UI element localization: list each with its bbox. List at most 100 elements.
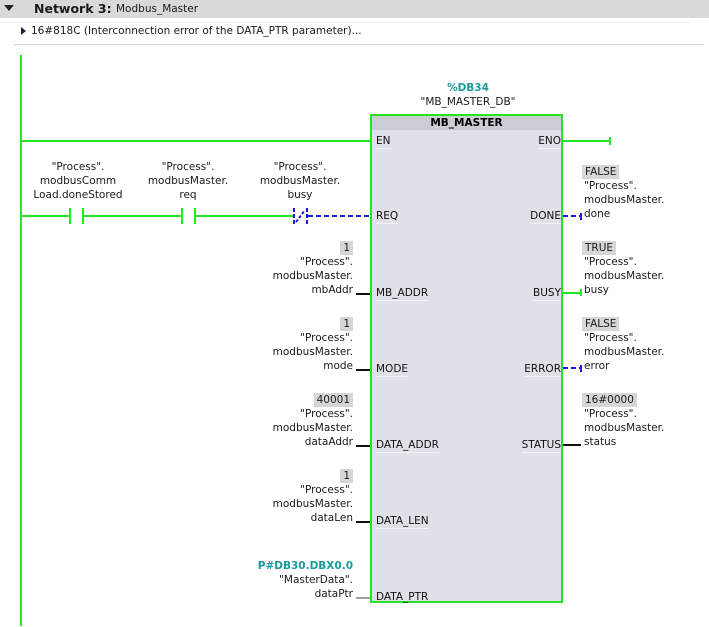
contact-label-line: "Process". [161, 161, 215, 173]
expand-comment-icon[interactable] [21, 27, 26, 35]
contact-label-line: modbusMaster. [147, 175, 229, 187]
operand-line: modbusMaster. [272, 498, 353, 510]
done-operand[interactable]: "Process". modbusMaster. done [584, 179, 664, 221]
instance-db-number[interactable]: %DB34 [447, 82, 489, 94]
comment-divider [14, 44, 704, 45]
busy-value: TRUE [582, 241, 617, 255]
pin-data-ptr[interactable]: DATA_PTR [376, 591, 429, 603]
operand-line: modbusMaster. [272, 270, 353, 282]
contact-busy-nc [293, 208, 308, 224]
pin-error[interactable]: ERROR [524, 363, 561, 377]
pin-eno[interactable]: ENO [538, 135, 561, 149]
block-title: MB_MASTER [372, 116, 561, 130]
data-addr-operand[interactable]: "Process". modbusMaster. dataAddr [273, 407, 353, 449]
instance-db-name[interactable]: "MB_MASTER_DB" [420, 96, 516, 108]
mb-master-block[interactable] [370, 114, 563, 603]
operand-line: mbAddr [311, 284, 353, 296]
operand-line: "Process". [584, 180, 637, 192]
pin-status[interactable]: STATUS [521, 439, 561, 453]
mb-addr-operand[interactable]: "Process". modbusMaster. mbAddr [273, 255, 353, 297]
req-rung-wire-1 [22, 215, 70, 217]
contact-label-req[interactable]: "Process". modbusMaster. req [128, 160, 248, 202]
error-operand[interactable]: "Process". modbusMaster. error [584, 331, 664, 373]
operand-line: "Process". [584, 408, 637, 420]
contact-label-busy[interactable]: "Process". modbusMaster. busy [240, 160, 360, 202]
en-wire [22, 140, 370, 142]
operand-line: modbusMaster. [584, 270, 665, 282]
data-addr-value: 40001 [313, 393, 353, 407]
contact-label-line: modbusComm [39, 175, 117, 187]
contact-req [181, 208, 196, 224]
network-comment[interactable]: 16#818C (Interconnection error of the DA… [31, 25, 362, 37]
operand-line: modbusMaster. [584, 346, 665, 358]
network-header[interactable] [0, 0, 709, 18]
busy-wire [563, 292, 581, 294]
operand-line: modbusMaster. [272, 346, 353, 358]
operand-line: "Process". [584, 256, 637, 268]
collapse-network-icon[interactable] [4, 5, 14, 11]
pin-mode[interactable]: MODE [376, 363, 409, 377]
mode-value: 1 [340, 317, 353, 331]
operand-line: dataAddr [304, 436, 353, 448]
operand-line: done [584, 208, 611, 220]
pin-data-len[interactable]: DATA_LEN [376, 515, 429, 529]
pin-busy[interactable]: BUSY [533, 287, 561, 301]
network-name[interactable]: Modbus_Master [116, 3, 199, 15]
contact-label-line: modbusMaster. [259, 175, 341, 187]
eno-wire [563, 140, 610, 142]
operand-line: "Process". [300, 332, 353, 344]
contact-label-line: "Process". [51, 161, 105, 173]
operand-line: dataLen [310, 512, 353, 524]
contact-label-line: Load.doneStored [33, 189, 123, 201]
operand-line: dataPtr [314, 588, 353, 600]
power-rail [20, 55, 22, 626]
busy-operand[interactable]: "Process". modbusMaster. busy [584, 255, 664, 297]
operand-line: status [584, 436, 617, 448]
comment-top-divider [0, 22, 690, 23]
operand-line: "Process". [300, 408, 353, 420]
mb-addr-value: 1 [340, 241, 353, 255]
data-len-value: 1 [340, 469, 353, 483]
contact-label-line: busy [287, 189, 313, 201]
contact-label-line: "Process". [273, 161, 327, 173]
data-ptr-value: P#DB30.DBX0.0 [257, 560, 353, 572]
req-rung-wire-2 [84, 215, 182, 217]
contact-doneStored [69, 208, 84, 224]
network-title: Network 3: [34, 1, 112, 16]
mbaddr-wire [356, 293, 370, 295]
operand-line: mode [323, 360, 353, 372]
eno-wire-end [609, 137, 611, 145]
contact-label-line: req [179, 189, 197, 201]
contact-label-donestored[interactable]: "Process". modbusComm Load.doneStored [18, 160, 138, 202]
req-rung-wire-3 [196, 215, 293, 217]
status-wire [563, 444, 581, 446]
pin-data-addr[interactable]: DATA_ADDR [376, 439, 439, 453]
operand-line: modbusMaster. [584, 194, 665, 206]
pin-req[interactable]: REQ [376, 210, 399, 224]
operand-line: "Process". [300, 484, 353, 496]
mode-wire [356, 369, 370, 371]
operand-line: busy [584, 284, 610, 296]
pin-en[interactable]: EN [376, 135, 391, 149]
data-len-operand[interactable]: "Process". modbusMaster. dataLen [273, 483, 353, 525]
operand-line: "MasterData". [279, 574, 353, 586]
dataptr-wire [356, 597, 370, 599]
pin-mb-addr[interactable]: MB_ADDR [376, 287, 429, 301]
error-value: FALSE [582, 317, 620, 331]
operand-line: modbusMaster. [272, 422, 353, 434]
mode-operand[interactable]: "Process". modbusMaster. mode [273, 331, 353, 373]
datalen-wire [356, 521, 370, 523]
operand-line: "Process". [584, 332, 637, 344]
pin-done[interactable]: DONE [530, 210, 561, 224]
status-operand[interactable]: "Process". modbusMaster. status [584, 407, 664, 449]
done-wire-end [580, 213, 582, 220]
operand-line: error [584, 360, 610, 372]
busy-wire-end [580, 289, 582, 296]
dataaddr-wire [356, 445, 370, 447]
error-wire-end [580, 365, 582, 372]
operand-line: "Process". [300, 256, 353, 268]
data-ptr-operand[interactable]: "MasterData". dataPtr [279, 573, 353, 601]
operand-line: modbusMaster. [584, 422, 665, 434]
done-value: FALSE [582, 165, 620, 179]
